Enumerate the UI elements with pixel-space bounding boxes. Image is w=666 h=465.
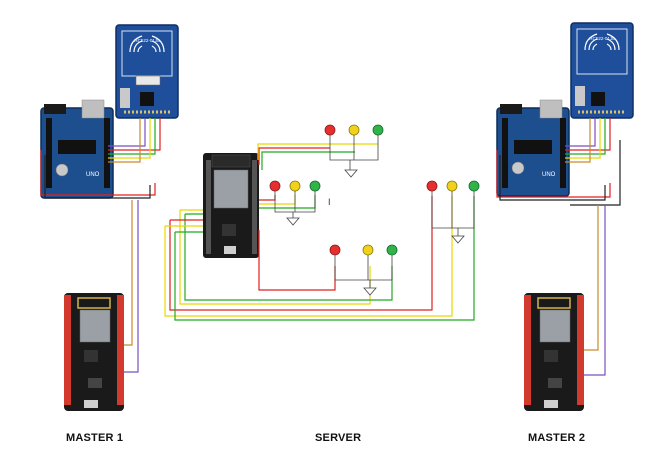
ground-symbol [344, 169, 358, 178]
rfid-chip-label-2: RC522-01J8 [589, 36, 615, 41]
ground-symbol [451, 235, 465, 244]
rfid-chip-label-1: RC522-01J8 [134, 38, 160, 43]
master1-caption: MASTER 1 [66, 432, 124, 444]
led-red [269, 180, 281, 192]
arduino-label-2: UNO [542, 172, 556, 178]
traffic-light-group-a [324, 124, 384, 178]
rfid-reader-2: RC522-01J8 [570, 22, 634, 119]
led-red [426, 180, 438, 192]
esp32-server-board [203, 153, 259, 258]
led-green [468, 180, 480, 192]
rfid-reader-1: RC522-01J8 [115, 24, 179, 119]
wires [40, 118, 621, 376]
led-green [386, 244, 398, 256]
led-yellow [348, 124, 360, 136]
ground-symbol [286, 217, 300, 226]
traffic-light-group-c [329, 244, 398, 296]
nodemcu-board-1 [64, 293, 124, 411]
led-green [309, 180, 321, 192]
led-red [329, 244, 341, 256]
stray-mark: I [328, 197, 331, 207]
master2-caption: MASTER 2 [528, 432, 586, 444]
led-yellow [289, 180, 301, 192]
arduino-board-2: UNO [496, 99, 570, 197]
led-green [372, 124, 384, 136]
server-caption: SERVER [315, 432, 362, 444]
led-yellow [446, 180, 458, 192]
arduino-label-1: UNO [86, 172, 100, 178]
ground-symbol [363, 287, 377, 296]
nodemcu-board-2 [524, 293, 584, 411]
arduino-board-1: UNO [40, 99, 114, 199]
traffic-light-group-d [426, 180, 480, 244]
traffic-light-group-b: I [269, 180, 331, 226]
led-red [324, 124, 336, 136]
led-yellow [362, 244, 374, 256]
